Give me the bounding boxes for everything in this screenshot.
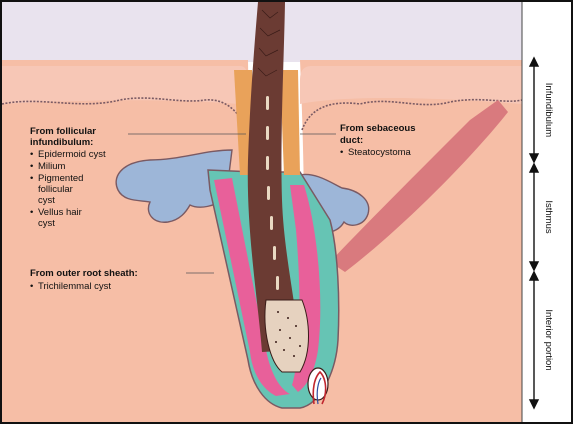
infundibulum-arrow bbox=[530, 58, 538, 162]
label-item: Trichilemmal cyst bbox=[38, 281, 111, 292]
region-label-infundibulum: Infundibulum bbox=[543, 83, 554, 137]
svg-text:cyst: cyst bbox=[38, 218, 55, 229]
svg-text:From outer root sheath:: From outer root sheath: bbox=[30, 268, 138, 279]
label-item: Epidermoid cyst bbox=[38, 149, 106, 160]
region-label-isthmus: Isthmus bbox=[543, 200, 554, 234]
label-heading: From sebaceous bbox=[340, 123, 416, 134]
label-item: Steatocystoma bbox=[348, 147, 412, 158]
label-item: follicular bbox=[38, 184, 73, 195]
label-item: Milium bbox=[38, 161, 66, 172]
label-heading: From outer root sheath: bbox=[30, 268, 138, 279]
label-item: Pigmented bbox=[38, 173, 83, 184]
svg-text:Trichilemmal cyst: Trichilemmal cyst bbox=[38, 281, 111, 292]
svg-text:•: • bbox=[30, 161, 33, 172]
svg-text:Steatocystoma: Steatocystoma bbox=[348, 147, 412, 158]
label-heading: infundibulum: bbox=[30, 137, 93, 148]
svg-text:Pigmented: Pigmented bbox=[38, 173, 83, 184]
label-heading: duct: bbox=[340, 135, 363, 146]
svg-text:infundibulum:: infundibulum: bbox=[30, 137, 93, 148]
svg-text:•: • bbox=[30, 207, 33, 218]
svg-text:•: • bbox=[30, 149, 33, 160]
svg-text:duct:: duct: bbox=[340, 135, 363, 146]
label-heading: From follicular bbox=[30, 126, 96, 137]
label-item: Vellus hair bbox=[38, 207, 82, 218]
svg-text:cyst: cyst bbox=[38, 195, 55, 206]
svg-text:From sebaceous: From sebaceous bbox=[340, 123, 416, 134]
label-item: cyst bbox=[38, 218, 55, 229]
svg-text:Vellus hair: Vellus hair bbox=[38, 207, 82, 218]
label-item: cyst bbox=[38, 195, 55, 206]
isthmus-arrow bbox=[530, 164, 538, 270]
svg-text:•: • bbox=[30, 173, 33, 184]
upper-sheath-right bbox=[280, 70, 300, 175]
svg-text:•: • bbox=[30, 281, 33, 292]
svg-text:follicular: follicular bbox=[38, 184, 73, 195]
svg-text:Milium: Milium bbox=[38, 161, 66, 172]
interior-portion-arrow bbox=[530, 272, 538, 408]
svg-text:Epidermoid cyst: Epidermoid cyst bbox=[38, 149, 106, 160]
region-label-interior-portion: Interior portion bbox=[543, 309, 554, 370]
svg-text:•: • bbox=[340, 147, 343, 158]
svg-text:From follicular: From follicular bbox=[30, 126, 96, 137]
